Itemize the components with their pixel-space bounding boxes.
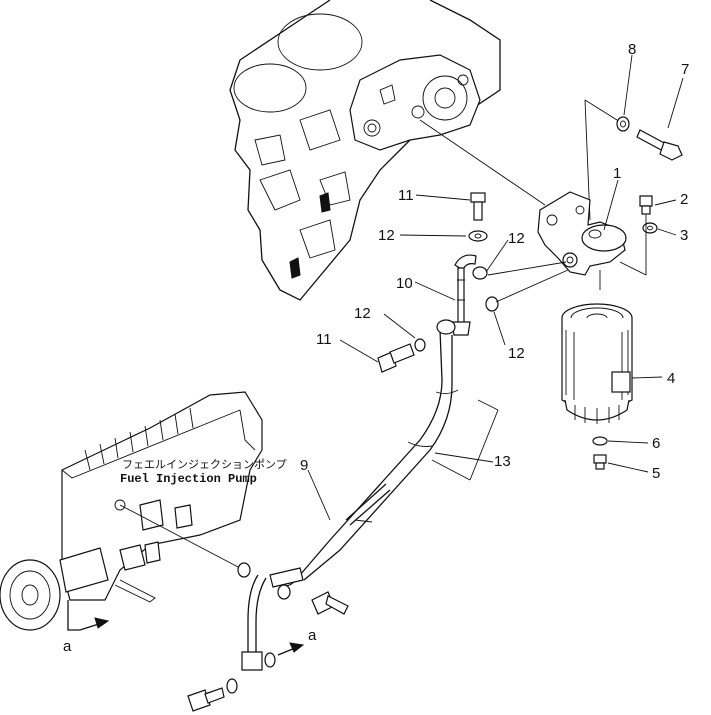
banjo-bolt-11-upper xyxy=(470,192,486,221)
washer-12-d xyxy=(414,338,426,352)
lower-bolt-left xyxy=(187,687,225,712)
view-marker-left: a xyxy=(63,638,72,655)
lower-washer-b xyxy=(264,652,276,668)
pump-label-en: Fuel Injection Pump xyxy=(120,472,257,486)
callout-5: 5 xyxy=(652,465,660,482)
view-arrow-a-left: a xyxy=(63,579,156,655)
washer-12-a xyxy=(468,230,488,242)
washer-8 xyxy=(616,116,630,132)
clamp-13 xyxy=(345,483,391,526)
callout-9: 9 xyxy=(300,457,308,474)
callout-1: 1 xyxy=(613,165,621,182)
callout-10: 10 xyxy=(396,275,413,292)
view-marker-right: a xyxy=(308,627,317,644)
banjo-bolt-11-lower xyxy=(377,343,415,373)
washer-12-b xyxy=(472,266,488,280)
callout-6: 6 xyxy=(652,435,660,452)
view-arrow-a-right: a xyxy=(277,627,317,656)
callout-12-c: 12 xyxy=(508,345,525,362)
callout-8: 8 xyxy=(628,41,636,58)
drain-plug-5 xyxy=(593,454,607,470)
washer-3 xyxy=(642,222,658,234)
callout-11-upper: 11 xyxy=(398,187,414,204)
fuel-hose-10 xyxy=(451,254,477,336)
callout-12-b: 12 xyxy=(508,230,525,247)
callout-13: 13 xyxy=(494,453,511,470)
callout-12-d: 12 xyxy=(354,305,371,322)
lower-bolt-right xyxy=(311,591,349,615)
washer-12-c xyxy=(485,296,499,312)
fuel-injection-pump: フェエルインジェクションポンプ Fuel Injection Pump xyxy=(0,391,287,631)
fuel-pipe-9 xyxy=(241,319,459,671)
callout-2: 2 xyxy=(680,191,688,208)
callout-11-lower: 11 xyxy=(316,331,332,348)
callout-3: 3 xyxy=(680,227,688,244)
callout-4: 4 xyxy=(667,370,675,387)
lower-washer-a xyxy=(226,678,238,694)
engine-block xyxy=(229,0,501,301)
filter-head-bracket xyxy=(537,191,627,276)
callout-12-a: 12 xyxy=(378,227,395,244)
bolt-7 xyxy=(636,129,683,161)
pump-label-jp: フェエルインジェクションポンプ xyxy=(122,458,287,471)
washer-6 xyxy=(592,436,608,446)
pump-washer xyxy=(237,562,251,578)
callout-7: 7 xyxy=(681,61,689,78)
bolt-2 xyxy=(639,195,653,215)
filter-cartridge xyxy=(561,303,633,424)
